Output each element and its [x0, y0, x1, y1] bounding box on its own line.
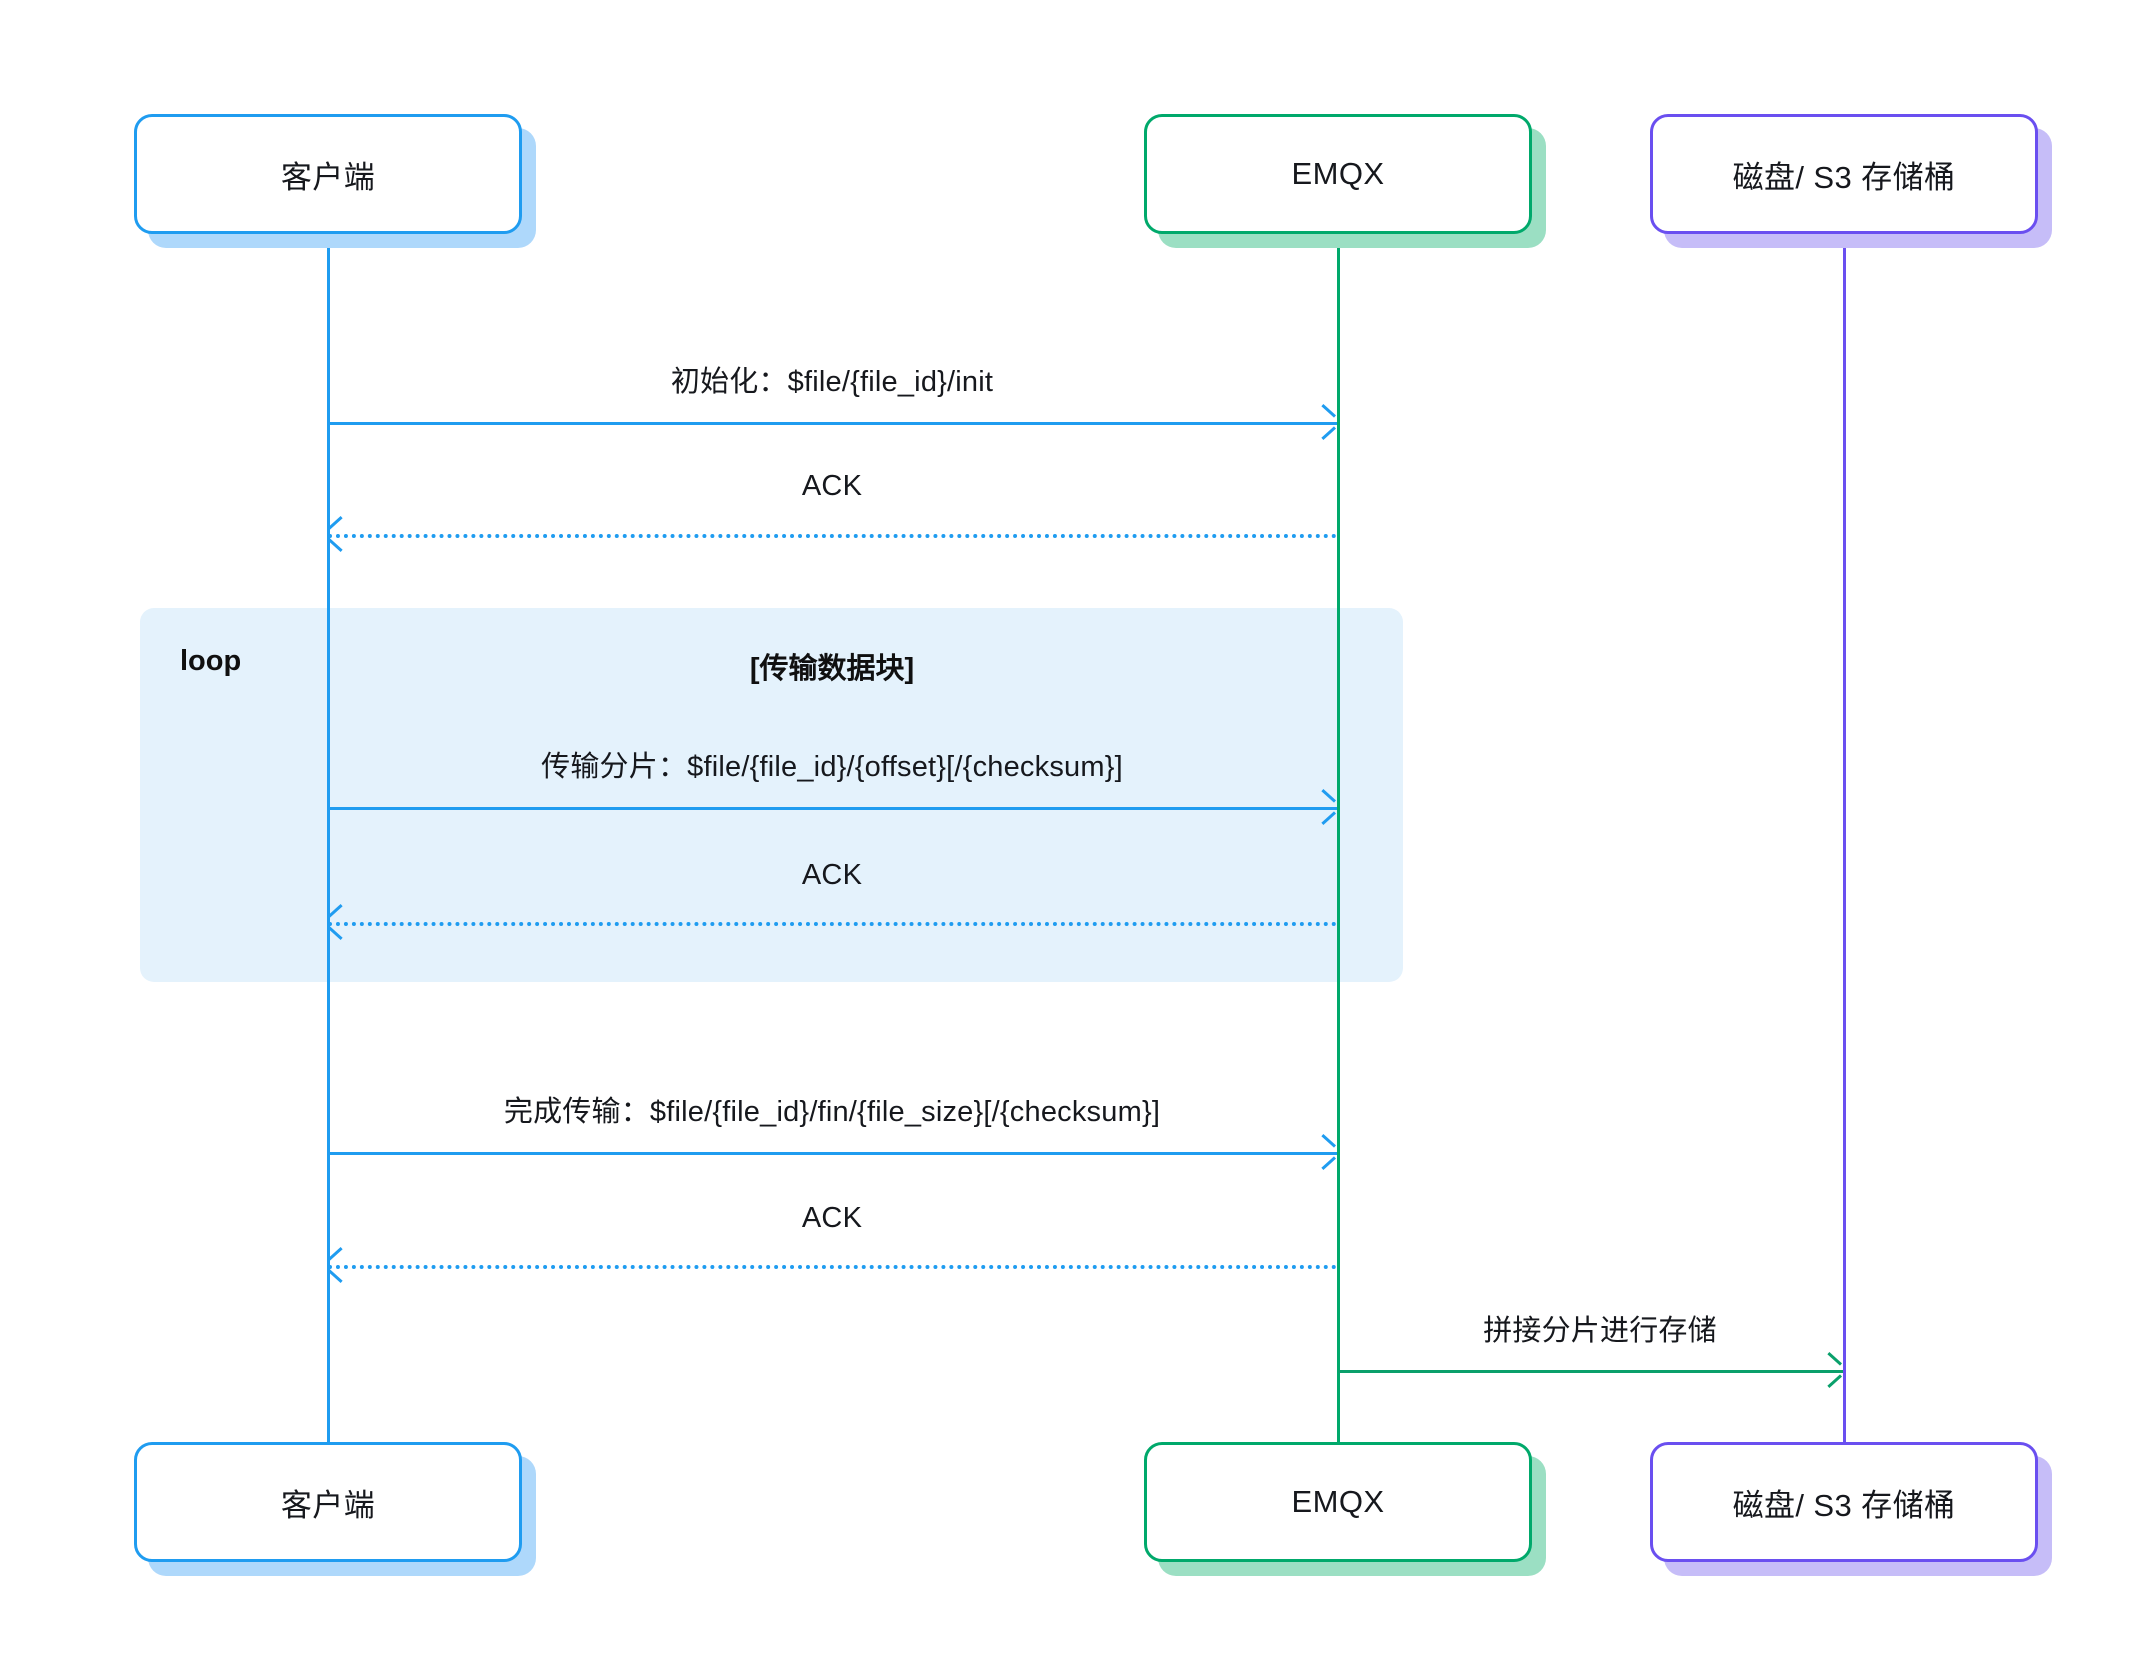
message-line-ack-init [328, 534, 1337, 538]
participant-client-bottom-label: 客户端 [280, 1487, 376, 1523]
participant-client-bottom[interactable]: 客户端 [134, 1442, 522, 1562]
loop-fragment-box [140, 608, 1403, 982]
participant-client-top[interactable]: 客户端 [134, 114, 522, 234]
loop-fragment-title: [传输数据块] [749, 653, 915, 685]
arrowhead-right-segment [1316, 796, 1338, 818]
arrowhead-right-fin [1316, 1141, 1338, 1163]
message-line-segment [328, 807, 1337, 810]
message-label-store: 拼接分片进行存储 [1483, 1315, 1717, 1347]
loop-fragment-tag: loop [180, 645, 242, 677]
participant-emqx-bottom-label: EMQX [1291, 1484, 1385, 1519]
participant-client-top-label: 客户端 [280, 159, 376, 195]
message-line-init [328, 422, 1337, 425]
message-line-ack-segment [328, 922, 1337, 926]
lifeline-storage [1843, 234, 1846, 1510]
participant-storage-bottom-label: 磁盘/ S3 存储桶 [1732, 1487, 1956, 1523]
lifeline-emqx [1337, 234, 1340, 1510]
participant-storage-bottom[interactable]: 磁盘/ S3 存储桶 [1650, 1442, 2038, 1562]
arrowhead-right-store [1822, 1359, 1844, 1381]
arrowhead-left-ack-segment [327, 911, 349, 933]
participant-storage-top[interactable]: 磁盘/ S3 存储桶 [1650, 114, 2038, 234]
message-label-ack-fin: ACK [801, 1202, 863, 1234]
message-label-segment: 传输分片：$file/{file_id}/{offset}[/{checksum… [541, 751, 1123, 783]
message-label-ack-segment: ACK [801, 859, 863, 891]
message-label-fin: 完成传输：$file/{file_id}/fin/{file_size}[/{c… [503, 1096, 1161, 1128]
lifeline-client [327, 234, 330, 1510]
message-label-init: 初始化：$file/{file_id}/init [670, 366, 994, 398]
participant-emqx-bottom[interactable]: EMQX [1144, 1442, 1532, 1562]
message-line-fin [328, 1152, 1337, 1155]
arrowhead-left-ack-init [327, 523, 349, 545]
participant-storage-top-label: 磁盘/ S3 存储桶 [1732, 159, 1956, 195]
message-line-store [1338, 1370, 1843, 1373]
participant-emqx-top-label: EMQX [1291, 156, 1385, 191]
message-line-ack-fin [328, 1265, 1337, 1269]
participant-emqx-top[interactable]: EMQX [1144, 114, 1532, 234]
arrowhead-right-init [1316, 411, 1338, 433]
message-label-ack-init: ACK [801, 470, 863, 502]
arrowhead-left-ack-fin [327, 1254, 349, 1276]
